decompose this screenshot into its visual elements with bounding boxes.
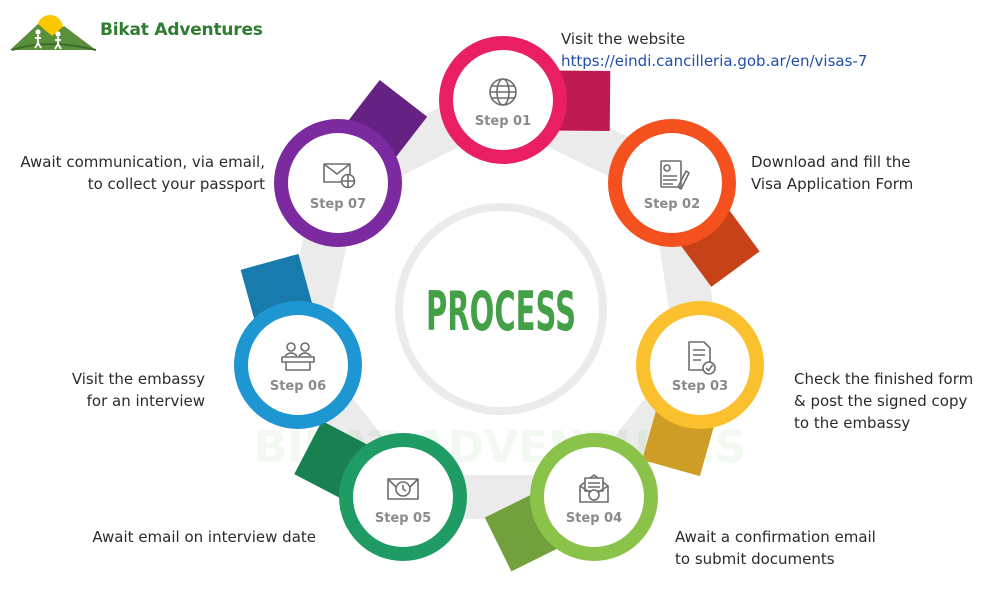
center-circle — [403, 211, 599, 407]
step-06-inner — [248, 315, 348, 415]
step-03-node: Step 03 — [636, 301, 764, 477]
step-03-description: Check the finished form & post the signe… — [794, 368, 973, 434]
step-03-label: Step 03 — [672, 379, 728, 394]
step-02-label: Step 02 — [644, 197, 700, 212]
brand-logo[interactable]: Bikat Adventures — [8, 10, 263, 55]
step-07-label: Step 07 — [310, 197, 366, 212]
step-02-description: Download and fill the Visa Application F… — [751, 151, 913, 195]
step-07-node: Step 07 — [274, 79, 428, 247]
envelope-globe-icon — [323, 163, 356, 189]
step-06-label: Step 06 — [270, 379, 326, 394]
step-02-node: Step 02 — [608, 119, 760, 287]
step-03-desc-line: to the embassy — [794, 414, 911, 432]
step-06-description: Visit the embassy for an interview — [72, 368, 205, 412]
mountain-logo-icon — [10, 15, 97, 51]
step-03-desc-line: Check the finished form — [794, 370, 974, 388]
step-04-desc-line: to submit documents — [675, 550, 835, 568]
step-05-inner — [353, 447, 453, 547]
step-01-node: Step 01 — [439, 36, 611, 164]
step-07-inner — [288, 133, 388, 233]
step-02-desc-line: Visa Application Form — [751, 175, 914, 193]
step-07-description: Await communication, via email, to colle… — [20, 151, 265, 195]
step-07-desc-line: Await communication, via email, — [20, 153, 265, 171]
step-05-label: Step 05 — [375, 511, 431, 526]
step-05-node: Step 05 — [294, 420, 467, 561]
step-01-inner — [453, 50, 553, 150]
step-04-node: Step 04 — [484, 433, 658, 572]
envelope-clock-icon — [387, 478, 419, 500]
step-01-website-link[interactable]: https://eindi.cancilleria.gob.ar/en/visa… — [561, 52, 868, 70]
step-06-node: Step 06 — [234, 253, 362, 429]
step-04-label: Step 04 — [566, 511, 622, 526]
step-01-label: Step 01 — [475, 114, 531, 129]
form-pen-icon — [660, 160, 690, 190]
step-03-inner — [650, 315, 750, 415]
interview-desk-icon — [281, 342, 315, 371]
step-07-desc-line: to collect your passport — [87, 175, 265, 193]
step-06-desc-line: Visit the embassy — [71, 370, 205, 388]
step-04-desc-line: Await a confirmation email — [675, 528, 876, 546]
step-02-inner — [622, 133, 722, 233]
document-check-icon — [688, 341, 716, 375]
step-01-description: Visit the website https://eindi.cancille… — [561, 28, 867, 72]
envelope-open-icon — [579, 474, 609, 503]
brand-name: Bikat Adventures — [100, 20, 263, 40]
center-label: PROCESS — [426, 280, 576, 343]
globe-icon — [489, 78, 517, 106]
step-05-description: Await email on interview date — [92, 526, 316, 548]
step-02-desc-line: Download and fill the — [751, 153, 911, 171]
step-03-desc-line: & post the signed copy — [794, 392, 968, 410]
step-06-desc-line: for an interview — [86, 392, 205, 410]
step-04-description: Await a confirmation email to submit doc… — [675, 526, 876, 570]
step-05-desc-line: Await email on interview date — [92, 528, 316, 546]
step-01-desc-line: Visit the website — [561, 30, 686, 48]
